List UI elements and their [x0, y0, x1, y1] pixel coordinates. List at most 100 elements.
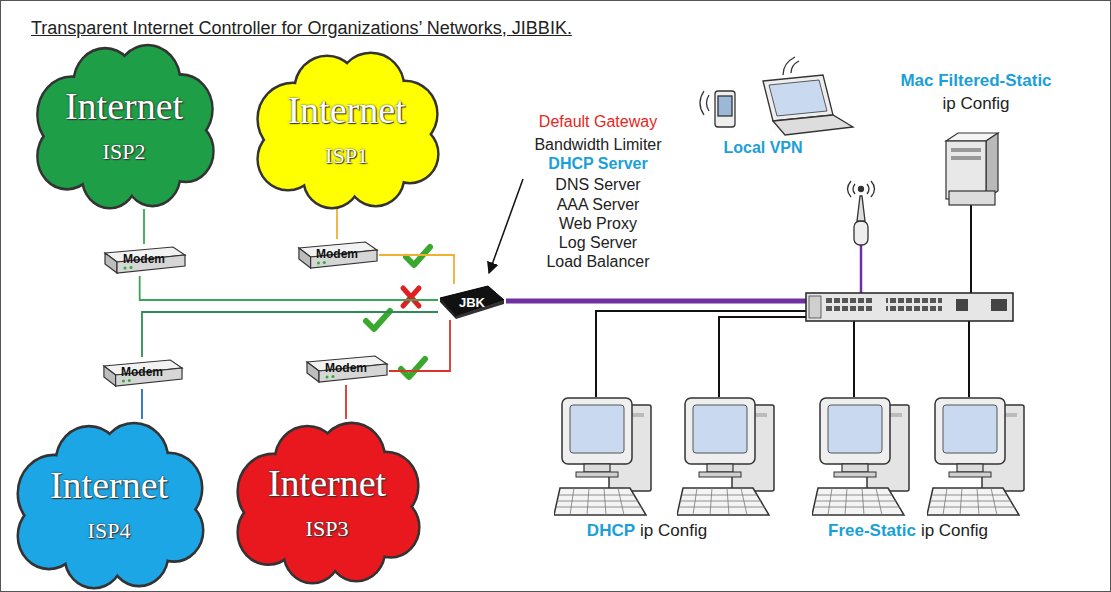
check-mark-part-part — [366, 311, 390, 329]
node-content: Modem — [101, 244, 187, 276]
cloud-heading: Internet — [287, 91, 405, 129]
caption-row: Free-Staticip Config — [828, 521, 988, 541]
isp-link — [140, 276, 438, 300]
annotation-label: Default Gateway — [539, 113, 657, 131]
check-mark-part-part — [401, 359, 425, 377]
wifi-antenna — [848, 181, 875, 245]
controller-box: JBK — [438, 284, 506, 320]
wifi-antenna-part — [859, 187, 864, 192]
pc-cables-part — [853, 321, 855, 397]
annotation-label: Bandwidth Limiter — [534, 136, 661, 154]
config-label: DHCP — [587, 521, 635, 541]
modem-outline-part — [124, 267, 127, 270]
modem-outline-part — [332, 375, 335, 378]
cross-mark-part — [403, 288, 419, 306]
modem-outline-part — [317, 262, 320, 265]
node-content: InternetISP3 — [229, 419, 425, 584]
pc-cables — [596, 205, 971, 397]
lan-trunk-part — [506, 299, 807, 304]
check-mark-part-part — [401, 359, 425, 377]
network-switch — [806, 293, 1013, 321]
callout-arrow — [489, 179, 523, 273]
modem-outline-part — [128, 379, 131, 382]
check-mark-part — [366, 311, 390, 329]
cross-mark-part — [403, 288, 419, 306]
isp-link — [143, 209, 145, 244]
wifi-cable-part — [860, 245, 863, 293]
check-mark-part-part — [406, 247, 430, 265]
diagram-title: Transparent Internet Controller for Orga… — [31, 18, 572, 39]
laptop-icon-part — [773, 115, 853, 135]
phone-icon-part — [700, 91, 709, 115]
callout-arrow-part — [489, 179, 523, 273]
annotation-label: AAA Server — [557, 196, 640, 214]
lan-trunk — [506, 301, 807, 302]
server-icon — [946, 133, 998, 205]
network-switch-part — [886, 298, 942, 314]
wifi-cable — [861, 245, 862, 293]
check-mark-part — [406, 247, 430, 265]
modem-outline-part — [104, 366, 116, 386]
controller-outline-part — [440, 298, 456, 319]
phone-icon — [700, 91, 735, 127]
modem-outline-part — [299, 248, 311, 268]
node-content: Modem — [303, 353, 389, 385]
network-switch-part — [809, 296, 821, 318]
modem-outline-part — [105, 253, 117, 273]
cloud-outline — [9, 419, 209, 589]
node-label: Modem — [123, 252, 165, 266]
isp-name: ISP1 — [325, 145, 368, 167]
modem-outline-part — [323, 261, 326, 264]
modem-box: Modem — [303, 353, 389, 385]
isp-link — [345, 385, 347, 419]
internet-cloud: InternetISP1 — [249, 49, 444, 209]
network-switch-part — [956, 299, 968, 311]
isp-link — [389, 320, 450, 371]
cross-mark — [403, 288, 419, 306]
internet-cloud: InternetISP4 — [9, 419, 209, 589]
cloud-outline — [29, 41, 219, 209]
cloud-outline — [249, 49, 444, 209]
wifi-antenna-part — [854, 221, 868, 245]
annotation-label: Load Balancer — [546, 253, 649, 271]
config-label: ip Config — [921, 521, 988, 541]
annotation-label: Mac Filtered-Static — [900, 71, 1051, 91]
server-icon-part — [951, 148, 981, 152]
annotation-label: Local VPN — [723, 139, 802, 157]
node-label: JBK — [459, 295, 485, 310]
modem-box: Modem — [100, 357, 184, 389]
pc-cables-part — [968, 321, 970, 397]
config-label: Free-Static — [828, 521, 916, 541]
pc-icons-part — [554, 398, 651, 515]
pc-icons-part — [677, 398, 774, 515]
isp-name: ISP2 — [103, 141, 146, 163]
annotation-label: Web Proxy — [559, 215, 637, 233]
node-content: InternetISP4 — [9, 419, 209, 589]
wifi-antenna-part — [857, 196, 865, 221]
pc-cables-part — [719, 317, 807, 397]
laptop-icon — [763, 57, 853, 135]
node-label: Modem — [325, 361, 367, 375]
phone-icon-part — [715, 91, 735, 127]
isp-name: ISP4 — [88, 520, 131, 542]
modem-box: Modem — [101, 244, 187, 276]
pc-icons — [554, 398, 1024, 515]
internet-cloud: InternetISP3 — [229, 419, 425, 584]
cloud-heading: Internet — [268, 464, 386, 502]
node-label: Modem — [121, 365, 163, 379]
modem-outline-part — [122, 380, 125, 383]
pc-icons-part — [927, 398, 1024, 515]
server-icon-part — [949, 191, 995, 205]
phone-icon-part — [718, 96, 732, 116]
network-switch-part — [826, 298, 874, 314]
pc-cables-part — [970, 205, 972, 293]
config-label: ip Config — [640, 521, 707, 541]
check-mark-part-part — [366, 311, 390, 329]
modem-outline-part — [130, 266, 133, 269]
check-mark-part — [401, 359, 425, 377]
network-switch-part — [991, 299, 1007, 311]
laptop-icon-part — [783, 57, 799, 75]
laptop-icon-part — [769, 80, 827, 116]
